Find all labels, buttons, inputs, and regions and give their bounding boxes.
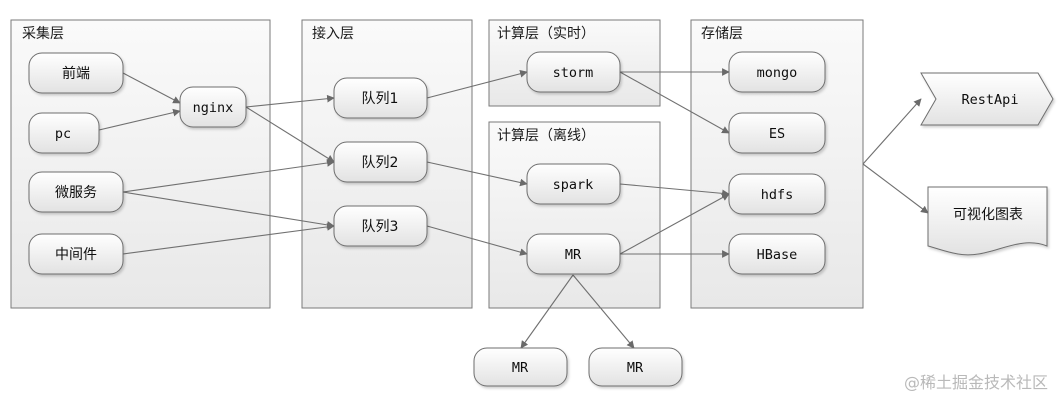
node-hdfs: hdfs	[728, 173, 826, 215]
node-pc-label: pc	[55, 126, 71, 142]
edge-mr-child1	[520, 274, 574, 349]
node-spark: spark	[526, 163, 621, 205]
group-title-storage: 存储层	[701, 26, 743, 42]
node-middleware-label: 中间件	[55, 247, 97, 263]
edge-middleware-queue3	[122, 223, 335, 255]
node-queue2-label: 队列2	[362, 155, 399, 171]
output-restapi-label: RestApi	[962, 92, 1019, 108]
edges	[98, 68, 929, 349]
node-spark-label: spark	[553, 177, 594, 193]
node-queue2: 队列2	[333, 141, 428, 183]
node-middleware: 中间件	[28, 233, 124, 275]
edge-storage-restapi	[862, 98, 922, 165]
node-es-label: ES	[769, 126, 785, 142]
node-queue1-label: 队列1	[362, 91, 399, 107]
node-mr: MR	[526, 233, 621, 275]
edge-queue1-storm	[426, 70, 528, 99]
edge-storage-viz	[862, 163, 929, 214]
node-microservice: 微服务	[28, 171, 124, 213]
edge-pc-nginx	[98, 108, 181, 131]
group-title-compute-realtime: 计算层（实时）	[497, 26, 595, 42]
edge-mr-child2	[572, 274, 635, 349]
edge-queue3-mr	[426, 225, 528, 256]
edge-storm-es	[619, 71, 730, 134]
node-queue3: 队列3	[333, 205, 428, 247]
node-mr-child1: MR	[473, 347, 568, 387]
edge-nginx-queue1	[245, 94, 335, 108]
edge-mr-hdfs	[619, 193, 730, 255]
edge-spark-hdfs	[619, 183, 730, 198]
node-queue3-label: 队列3	[362, 219, 399, 235]
watermark-text: @稀土掘金技术社区	[904, 373, 1048, 392]
edge-queue2-spark	[426, 161, 528, 187]
node-storm: storm	[526, 51, 621, 93]
edge-microservice-queue2	[122, 159, 335, 193]
edge-microservice-queue3	[122, 191, 335, 229]
group-title-compute-offline: 计算层（离线）	[497, 127, 595, 144]
node-hbase: HBase	[728, 233, 826, 275]
node-microservice-label: 微服务	[55, 185, 97, 201]
output-viz-label: 可视化图表	[953, 207, 1023, 223]
group-title-collect: 采集层	[22, 25, 64, 42]
edge-nginx-queue2	[245, 106, 335, 163]
node-mr-child2: MR	[588, 347, 683, 387]
node-pc: pc	[28, 112, 100, 154]
node-mr-child2-label: MR	[627, 360, 644, 376]
output-viz-document: 可视化图表	[927, 186, 1048, 256]
node-mr-child1-label: MR	[512, 360, 529, 376]
node-hbase-label: HBase	[757, 247, 798, 263]
node-mr-label: MR	[565, 247, 582, 263]
output-restapi: RestApi	[920, 72, 1054, 126]
group-title-access: 接入层	[312, 25, 354, 42]
node-nginx-label: nginx	[193, 100, 234, 116]
node-es: ES	[728, 112, 826, 154]
node-storm-label: storm	[553, 65, 594, 81]
node-hdfs-label: hdfs	[761, 187, 794, 203]
node-nginx: nginx	[179, 86, 247, 128]
group-compute-offline-layer: 计算层（离线）	[488, 121, 661, 309]
node-mongo: mongo	[728, 51, 826, 93]
node-queue1: 队列1	[333, 77, 428, 119]
node-mongo-label: mongo	[757, 65, 798, 81]
edge-frontend-nginx	[122, 72, 181, 104]
node-frontend-label: 前端	[62, 65, 90, 82]
node-frontend: 前端	[28, 52, 124, 94]
